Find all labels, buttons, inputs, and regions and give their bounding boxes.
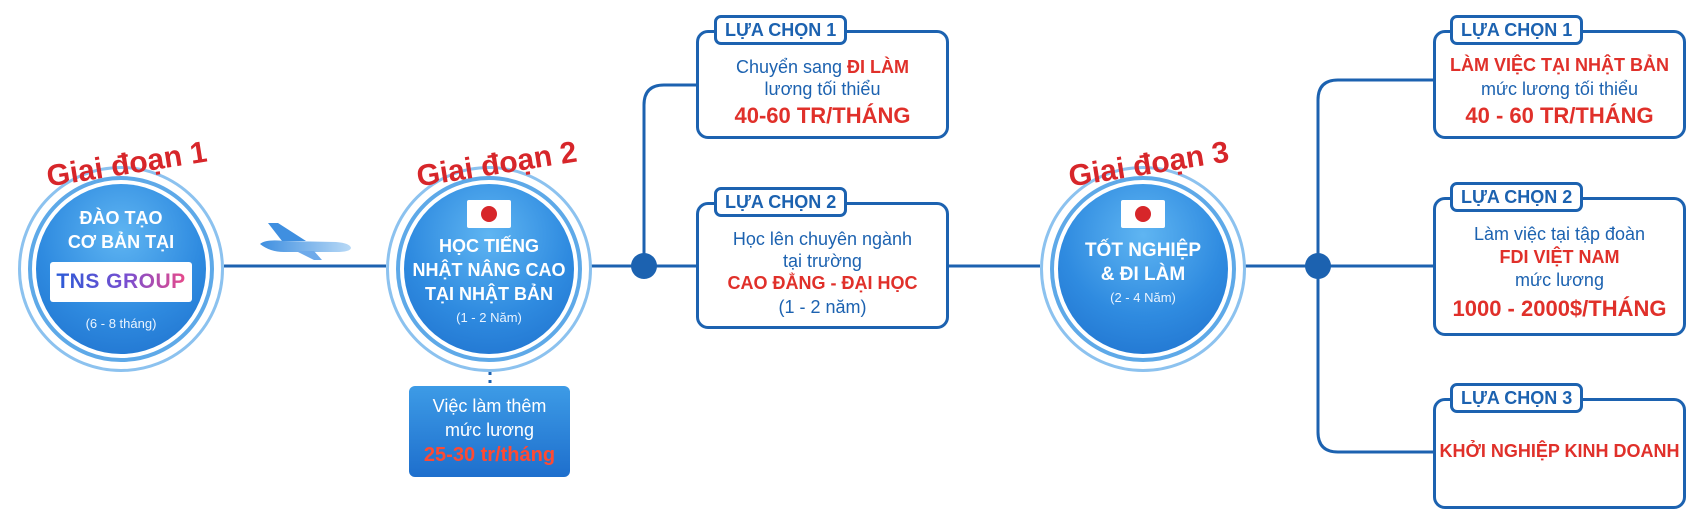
branch-a-option2-highlight: CAO ĐẲNG - ĐẠI HỌC <box>727 273 918 293</box>
stage3-line2: & ĐI LÀM <box>1100 264 1186 285</box>
japan-flag-icon <box>1121 200 1165 228</box>
branch-b-option2-highlight: FDI VIỆT NAM <box>1499 247 1620 267</box>
stage1-line2: CƠ BẢN TẠI <box>67 232 175 252</box>
branch-b-option3-box: KHỞI NGHIỆP KINH DOANH <box>1433 398 1686 509</box>
stage2-inner-ring <box>396 176 582 362</box>
branch-a-option1-line2: lương tối thiểu <box>764 79 881 99</box>
branch-b-option1-line2: mức lương tối thiểu <box>1481 79 1638 99</box>
junction-b-dot <box>1305 253 1331 279</box>
stage2-node: HỌC TIẾNG NHẬT NÂNG CAO TẠI NHẬT BẢN (1 … <box>386 166 592 372</box>
side-job-line2: mức lương <box>445 420 534 440</box>
stage1-line1: ĐÀO TẠO <box>79 208 163 228</box>
branch-a-option1-highlight: ĐI LÀM <box>847 57 910 77</box>
stage1-duration: (6 - 8 tháng) <box>85 316 157 331</box>
stage3-node: TỐT NGHIỆP & ĐI LÀM (2 - 4 Năm) <box>1040 166 1246 372</box>
branch-b-option1-highlight: LÀM VIỆC TẠI NHẬT BẢN <box>1450 55 1669 75</box>
branch-a-option1-box: Chuyển sang ĐI LÀM lương tối thiểu 40-60… <box>696 30 949 139</box>
stage3-line1: TỐT NGHIỆP <box>1084 240 1202 261</box>
side-job-line1: Việc làm thêm <box>432 396 547 416</box>
stage2-line1: HỌC TIẾNG <box>438 236 539 256</box>
japan-flag-icon <box>467 200 511 228</box>
connector-junction-option1 <box>642 83 697 266</box>
branch-b-option3-tag: LỰA CHỌN 3 <box>1450 383 1584 413</box>
stage2-line3: TẠI NHẬT BẢN <box>425 284 553 304</box>
stage3-duration: (2 - 4 Năm) <box>1110 290 1176 305</box>
stage2-duration: (1 - 2 Năm) <box>456 310 522 325</box>
branch-a-option2-tag: LỰA CHỌN 2 <box>714 187 848 217</box>
branch-a-option1-line1: Chuyển sang ĐI LÀM <box>699 57 946 78</box>
branch-a-option2-line1: Học lên chuyên ngành <box>732 229 913 249</box>
stage3-inner-ring <box>1050 176 1236 362</box>
stage1-node: ĐÀO TẠO CƠ BẢN TẠI TNS GROUP (6 - 8 thán… <box>18 166 224 372</box>
branch-b-option2-salary: 1000 - 2000$/THÁNG <box>1452 296 1667 321</box>
tns-group-logo: TNS GROUP <box>50 262 192 302</box>
junction-a-dot <box>631 253 657 279</box>
side-job-highlight: 25-30 tr/tháng <box>423 444 556 466</box>
stage1-inner-ring <box>28 176 214 362</box>
tns-group-logo-text: TNS GROUP <box>56 270 186 293</box>
stage2-core: HỌC TIẾNG NHẬT NÂNG CAO TẠI NHẬT BẢN (1 … <box>404 184 574 354</box>
stage1-core: ĐÀO TẠO CƠ BẢN TẠI TNS GROUP (6 - 8 thán… <box>36 184 206 354</box>
branch-a-option2-line2: tại trường <box>783 251 862 271</box>
branch-b-option1-salary: 40 - 60 TR/THÁNG <box>1465 103 1654 128</box>
stage3-core: TỐT NGHIỆP & ĐI LÀM (2 - 4 Năm) <box>1058 184 1228 354</box>
branch-a-option1-salary: 40-60 TR/THÁNG <box>734 103 911 128</box>
stage2-side-job-box: Việc làm thêm mức lương 25-30 tr/tháng <box>409 386 570 477</box>
stage2-line2: NHẬT NÂNG CAO <box>412 260 566 280</box>
branch-b-option1-tag: LỰA CHỌN 1 <box>1450 15 1584 45</box>
branch-a-option1-prefix: Chuyển sang <box>735 57 848 77</box>
branch-b-option3-highlight: KHỞI NGHIỆP KINH DOANH <box>1439 441 1680 461</box>
branch-b-option2-box: Làm việc tại tập đoàn FDI VIỆT NAM mức l… <box>1433 197 1686 336</box>
branch-b-option2-tag: LỰA CHỌN 2 <box>1450 182 1584 212</box>
branch-a-option2-line4: (1 - 2 năm) <box>778 297 867 317</box>
branch-b-option2-line1: Làm việc tại tập đoàn <box>1473 224 1646 244</box>
branch-b-option1-box: LÀM VIỆC TẠI NHẬT BẢN mức lương tối thiể… <box>1433 30 1686 139</box>
branch-a-option1-tag: LỰA CHỌN 1 <box>714 15 848 45</box>
branch-a-option2-box: Học lên chuyên ngành tại trường CAO ĐẲNG… <box>696 202 949 329</box>
airplane-icon <box>260 223 351 260</box>
branch-b-option2-line3: mức lương <box>1515 270 1604 290</box>
connector-junction-b-option3 <box>1316 266 1434 454</box>
connector-junction-b-option1 <box>1316 78 1434 266</box>
